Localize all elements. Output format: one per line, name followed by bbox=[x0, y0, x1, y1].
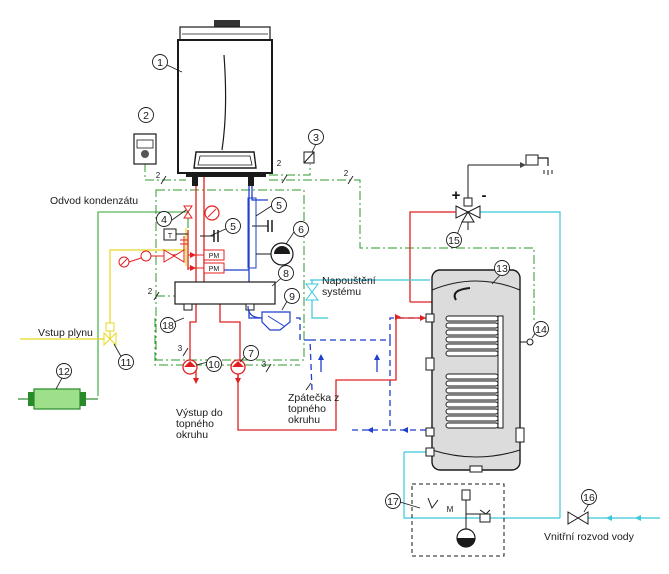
pump-heating-circuit bbox=[182, 359, 198, 375]
hydraulic-manifold bbox=[174, 281, 276, 311]
shutoff-valve bbox=[567, 511, 589, 525]
pm-label-2: PM bbox=[209, 266, 220, 273]
minus-sign: - bbox=[482, 187, 487, 204]
outdoor-sensor bbox=[303, 151, 315, 164]
temperature-sensor-label: T bbox=[168, 233, 173, 240]
callout-8: 8 bbox=[283, 268, 289, 280]
line-mark-3a: 3 bbox=[178, 344, 183, 353]
callout-4: 4 bbox=[161, 214, 167, 226]
callout-15: 15 bbox=[448, 235, 460, 247]
circulation-pump bbox=[256, 242, 294, 266]
line-mark-3b: 3 bbox=[262, 360, 267, 369]
line-mark-2b: 2 bbox=[277, 159, 282, 168]
pump-tank-circuit bbox=[230, 359, 246, 375]
line-mark-2c: 2 bbox=[344, 169, 349, 178]
faucet-icon bbox=[525, 154, 553, 175]
safety-group: T PM PM bbox=[118, 205, 225, 274]
tank-coil-upper bbox=[445, 315, 499, 357]
motor-label: M bbox=[447, 505, 454, 514]
callout-1: 1 bbox=[157, 57, 163, 69]
condensate-drain-pipe bbox=[97, 211, 189, 396]
boiler-unit bbox=[177, 20, 273, 186]
callout-circles bbox=[56, 54, 597, 509]
callout-14: 14 bbox=[535, 324, 547, 336]
gas-inlet-label: Vstup plynu bbox=[38, 327, 93, 339]
callout-numbers: 1 2 3 4 5 5 6 7 8 9 10 11 12 13 14 15 16… bbox=[58, 57, 595, 508]
fill-valve bbox=[305, 283, 319, 301]
callout-13: 13 bbox=[496, 263, 508, 275]
hot-water-tank bbox=[425, 269, 534, 473]
callout-12: 12 bbox=[58, 366, 70, 378]
callout-5a: 5 bbox=[230, 221, 236, 233]
callout-6: 6 bbox=[298, 224, 304, 236]
callout-18: 18 bbox=[162, 320, 174, 332]
magnetic-filter bbox=[247, 305, 291, 331]
condensate-neutralizer bbox=[18, 388, 98, 410]
callout-9: 9 bbox=[289, 291, 295, 303]
pm-label-1: PM bbox=[209, 253, 220, 260]
plus-sign: + bbox=[452, 187, 461, 204]
thermostatic-mixing-valve bbox=[440, 164, 520, 230]
signal-lines bbox=[144, 163, 535, 366]
callout-11: 11 bbox=[121, 357, 132, 369]
callout-5b: 5 bbox=[276, 200, 282, 212]
condensate-drain-label: Odvod kondenzátu bbox=[50, 195, 138, 207]
line-mark-2a: 2 bbox=[156, 171, 161, 180]
gas-valve bbox=[103, 322, 117, 347]
room-controller bbox=[133, 133, 157, 165]
callout-7: 7 bbox=[248, 348, 254, 360]
heating-return-label: Zpátečka z topného okruhu bbox=[288, 392, 342, 426]
flow-arrows bbox=[193, 162, 641, 521]
callout-17: 17 bbox=[387, 496, 399, 508]
internal-water-label: Vnitřní rozvod vody bbox=[544, 531, 635, 543]
callout-10: 10 bbox=[208, 359, 220, 371]
line-marks: 2 2 2 2 3 3 bbox=[148, 159, 354, 391]
line-mark-2d: 2 bbox=[148, 287, 153, 296]
system-fill-label: Napouštění systému bbox=[322, 275, 379, 298]
callout-3: 3 bbox=[313, 132, 319, 144]
tank-safety-group: M bbox=[411, 483, 505, 557]
callout-2: 2 bbox=[143, 110, 149, 122]
heating-outlet-label: Výstup do topného okruhu bbox=[176, 407, 226, 441]
gas-pipe bbox=[20, 228, 187, 340]
callout-16: 16 bbox=[583, 492, 595, 504]
